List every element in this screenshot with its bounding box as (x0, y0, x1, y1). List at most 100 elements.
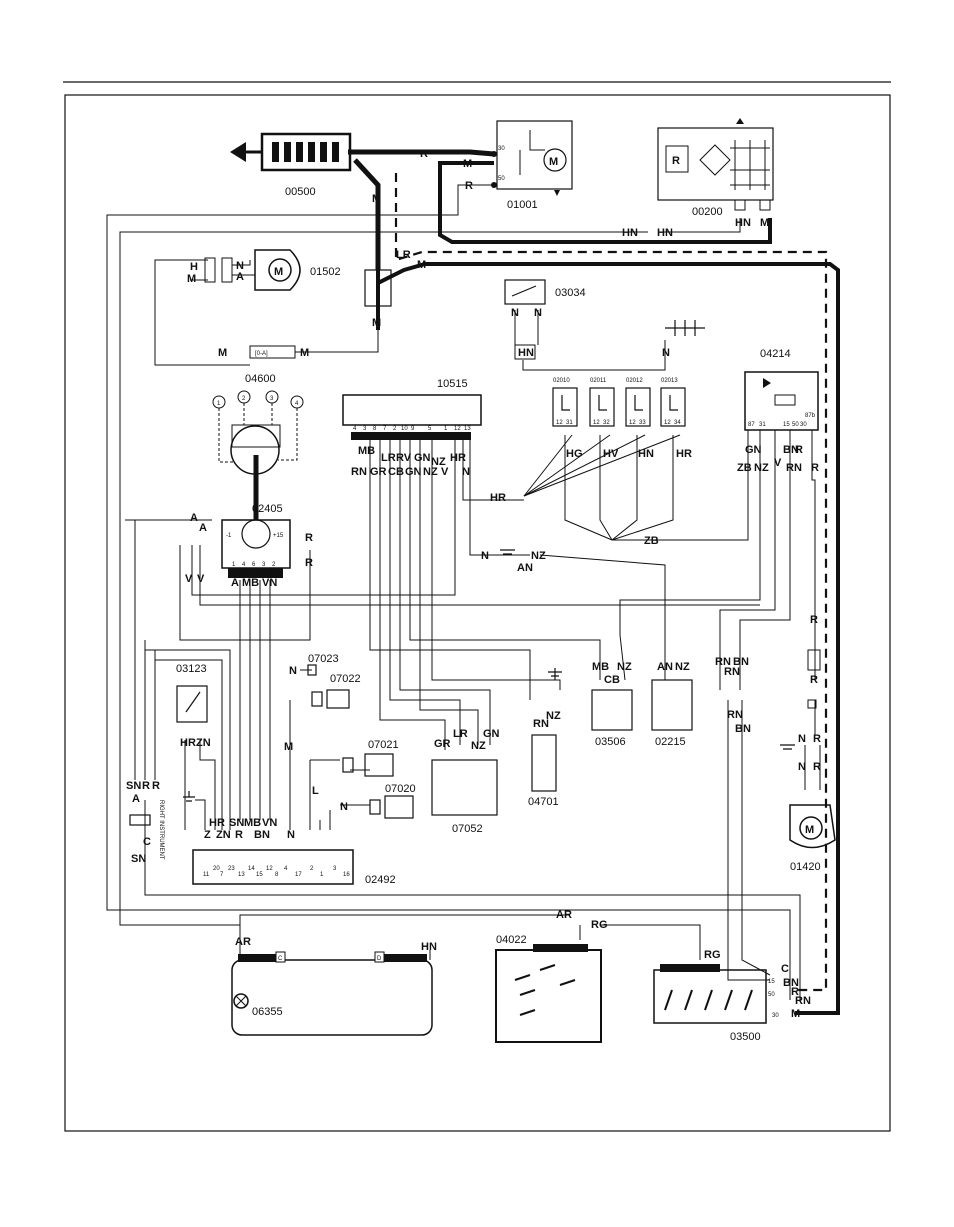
wire-label-m-14: M (372, 317, 381, 329)
panel-letter-d: D (377, 956, 382, 962)
svg-text:M: M (805, 824, 814, 836)
wire-label-n-65: N (340, 801, 348, 813)
t02405-3: 3 (262, 562, 266, 568)
svg-text:M: M (549, 156, 558, 168)
motor-01420: M 01420 (789, 649, 836, 873)
t02492-12: 12 (266, 866, 273, 872)
wire-label-hn-106: HN (421, 941, 437, 953)
wire-label-lr-4: LR (396, 249, 411, 261)
wire-label-m-1: M (463, 158, 472, 170)
r02011-pin-b: 32 (603, 420, 610, 426)
wire-label-gn-28: GN (414, 452, 431, 464)
wire-label-n-20: N (662, 347, 670, 359)
wire-label-v-57: V (185, 573, 193, 585)
wire-label-n-103: N (798, 761, 806, 773)
r02012-pin-b: 33 (639, 420, 646, 426)
wire-label-cb-91: CB (604, 674, 620, 686)
wire-label-bn-44: BN (783, 444, 799, 456)
r02013-pin-a: 12 (664, 420, 671, 426)
wire-label-lr-83: LR (453, 728, 468, 740)
wire-label-n-11: N (236, 260, 244, 272)
wire-label-n-82: N (287, 829, 295, 841)
switch-02405: -1 +15 02405 1 4 6 3 2 (221, 455, 291, 578)
relay-02012-code: 02012 (626, 378, 643, 384)
motor-01502-code: 01502 (310, 266, 341, 278)
wire-label-nz-30: NZ (431, 456, 446, 468)
t02492-2: 2 (310, 866, 314, 872)
thin-wires (106, 184, 821, 1000)
wire-label-gr-23: GR (370, 466, 387, 478)
r02010-pin-b: 31 (566, 420, 573, 426)
r02010-pin-a: 12 (556, 420, 563, 426)
fuse-label: [0-A] (255, 351, 268, 357)
t10515-4: 7 (383, 426, 387, 432)
wire-label-zn-79: ZN (216, 829, 231, 841)
relay-04214-code: 04214 (760, 348, 791, 360)
battery-00500: 00500 (230, 132, 352, 198)
t10515-9: 1 (444, 426, 448, 432)
wire-label-nz-93: NZ (675, 661, 690, 673)
ground-symbols (183, 320, 795, 802)
wire-label-rg-108: RG (591, 919, 608, 931)
switch-04600-code: 04600 (245, 373, 276, 385)
wire-label-gr-85: GR (434, 738, 451, 750)
t02492-1: 1 (320, 872, 324, 878)
wire-label-rv-26: RV (396, 452, 412, 464)
relay-switch (364, 269, 392, 307)
wire-label-r-112: R (791, 986, 799, 998)
t02492-15: 15 (256, 872, 263, 878)
switch-03500-code: 03500 (730, 1031, 761, 1043)
wire-labels: R M R M LR M HN HN HN M H N M A M M M N … (126, 148, 821, 1020)
t10515-11: 13 (464, 426, 471, 432)
t02492-13: 13 (238, 872, 245, 878)
wire-label-m-3: M (372, 193, 381, 205)
sensor-03506-code: 03506 (595, 736, 626, 748)
wire-label-nz-29: NZ (423, 466, 438, 478)
wire-label-n-62: N (289, 665, 297, 677)
alternator-code: 00200 (692, 206, 723, 218)
wire-label-bn-81: BN (254, 829, 270, 841)
wire-label-ar-107: AR (556, 909, 572, 921)
wire-label-hn-19: HN (518, 347, 534, 359)
switch-02405-code: 02405 (252, 503, 283, 515)
r02011-pin-a: 12 (593, 420, 600, 426)
fuse-01502 (249, 345, 296, 359)
wire-label-a-13: A (236, 271, 244, 283)
wire-label-rn-46: RN (786, 462, 802, 474)
t02405-1: 1 (232, 562, 236, 568)
starter-01001: M 30 50 01001 (491, 120, 573, 211)
relay-02011-code: 02011 (590, 378, 607, 384)
sensor-07023-code: 07023 (308, 653, 339, 665)
wire-label-r-55: R (240, 568, 248, 580)
side-text: RIGHT INSTRUMENT (158, 800, 164, 860)
t10515-5: 2 (393, 426, 397, 432)
wire-label-hr-66: HR (180, 737, 196, 749)
t03500-15: 15 (768, 979, 775, 985)
relay-02013-code: 02013 (661, 378, 678, 384)
wire-label-rn-94: RN (715, 656, 731, 668)
switch-04022-code: 04022 (496, 934, 527, 946)
starter-terminal-50: 50 (498, 176, 505, 182)
wire-label-r-102: R (813, 733, 821, 745)
wire-label-v-43: V (774, 457, 782, 469)
t02492-7: 7 (220, 872, 224, 878)
polarity-minus: -1 (226, 533, 232, 539)
sensors (129, 664, 693, 826)
wire-label-rn-97: RN (727, 709, 743, 721)
alternator-00200: R 00200 (657, 118, 774, 218)
wire-label-a-51: A (190, 512, 198, 524)
wire-label-nz-88: NZ (546, 710, 561, 722)
dashed-cable-lr (394, 173, 828, 992)
t10515-6: 10 (401, 426, 408, 432)
wire-label-an-92: AN (657, 661, 673, 673)
battery-code: 00500 (285, 186, 316, 198)
t04214-31: 31 (759, 422, 766, 428)
t02492-16: 16 (343, 872, 350, 878)
wire-label-r-99: R (810, 614, 818, 626)
wire-label-z-78: Z (204, 829, 211, 841)
wire-label-a-52: A (199, 522, 207, 534)
wire-label-an-50: AN (517, 562, 533, 574)
wire-label-zb-41: ZB (737, 462, 752, 474)
wire-label-mb-21: MB (358, 445, 375, 457)
